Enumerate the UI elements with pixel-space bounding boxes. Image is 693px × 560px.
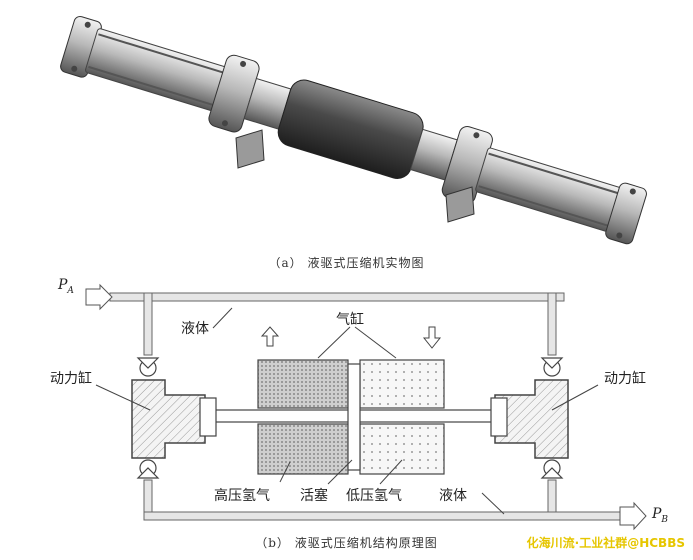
watermark: 化海川流·工业社群@HCBBS	[526, 536, 685, 550]
power-cylinder-right-label: 动力缸	[604, 371, 646, 387]
liquid-bottom-label: 液体	[439, 488, 467, 504]
gas-outlet-arrow	[260, 326, 280, 347]
right-power-cylinder	[475, 147, 623, 232]
low-pressure-h2-label: 低压氢气	[346, 488, 402, 504]
right-end-cap	[605, 182, 647, 245]
gas-cylinder-body	[277, 79, 424, 179]
check-valves	[136, 357, 564, 479]
left-rod-piston	[199, 397, 217, 437]
high-pressure-chamber-bottom	[257, 423, 349, 475]
liquid-top-label: 液体	[181, 321, 209, 337]
piston-label: 活塞	[300, 488, 328, 504]
gas-inlet-arrow	[422, 326, 442, 349]
high-pressure-chamber-top	[257, 359, 349, 409]
caption-a: （a） 液驱式压缩机实物图	[268, 256, 425, 270]
right-mount-foot	[445, 186, 475, 223]
structure-diagram	[85, 283, 647, 531]
pressure-a-label: PA	[58, 277, 74, 296]
high-pressure-h2-label: 高压氢气	[214, 488, 270, 504]
low-pressure-chamber-bottom	[359, 423, 445, 475]
left-power-cylinder	[131, 379, 206, 459]
inlet-arrow	[85, 283, 113, 311]
left-power-cylinder	[85, 28, 228, 112]
caption-b: （b） 液驱式压缩机结构原理图	[255, 536, 438, 550]
left-mount-foot	[235, 129, 265, 169]
gas-cylinder-label: 气缸	[336, 312, 364, 328]
right-power-cylinder	[494, 379, 569, 459]
right-rod-piston	[490, 397, 508, 437]
low-pressure-chamber-top	[359, 359, 445, 409]
leader-lines	[95, 307, 599, 515]
compressor-photo	[60, 15, 647, 245]
power-cylinder-left-label: 动力缸	[50, 371, 92, 387]
outlet-arrow	[619, 501, 647, 531]
gas-piston	[347, 363, 361, 471]
pressure-b-label: PB	[652, 506, 669, 525]
